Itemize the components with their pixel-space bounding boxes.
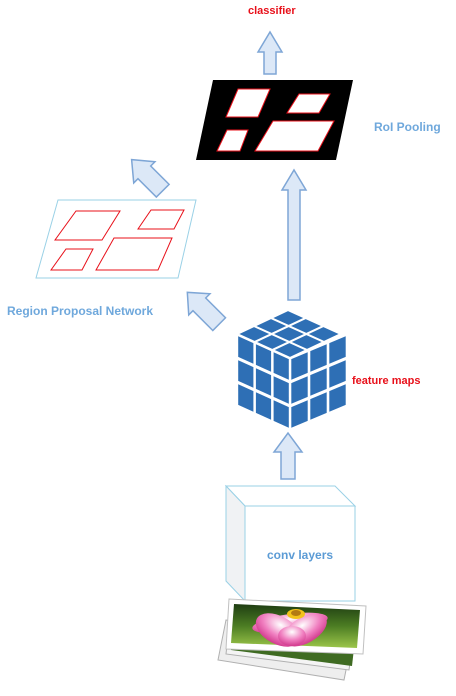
cube-top-cell (257, 335, 287, 349)
cube-left-cell (238, 384, 254, 412)
feature-maps-label: feature maps (352, 375, 421, 387)
cube-right-cell (329, 360, 346, 388)
conv-layers-label: conv layers (267, 548, 334, 562)
region-proposal-network-label: Region Proposal Network (7, 304, 154, 318)
cube-top-cell (274, 327, 304, 341)
roi-pooling-label: RoI Pooling (374, 120, 441, 134)
roi-pooling-map (196, 80, 353, 160)
cube-top-cell (239, 327, 270, 341)
region-proposal-map (35, 199, 197, 279)
cube-top-cell (291, 319, 321, 333)
cube-top-cell (308, 327, 339, 341)
classifier-label: classifier (248, 5, 296, 17)
input-photos-icon (217, 598, 367, 681)
conv-layers-box (224, 484, 357, 603)
cube-left-cell (273, 352, 289, 380)
cube-right-cell (291, 376, 308, 404)
cube-right-cell (310, 344, 327, 372)
cube-left-cell (238, 336, 254, 364)
cube-left-cell (273, 400, 289, 428)
cube-right-cell (310, 368, 327, 396)
cube-top-cell (273, 311, 304, 325)
arrow-to-classifier (256, 30, 284, 75)
arrow-rpn-to-roi (130, 158, 171, 199)
cube-top-cell (291, 335, 322, 349)
cube-left-cell (238, 360, 254, 388)
cube-right-cell (329, 336, 346, 364)
cube-left-cell (255, 392, 272, 420)
cube-right-cell (329, 384, 346, 412)
cube-right-cell (291, 352, 308, 380)
feature-maps-cube (238, 311, 346, 428)
cube-right-cell (310, 392, 327, 420)
cube-top-cell (256, 319, 287, 333)
arrow-to-roi-pooling (280, 168, 308, 301)
cube-top-cell (274, 343, 305, 357)
cube-left-cell (255, 344, 272, 372)
arrow-features-to-rpn (186, 291, 227, 332)
flower-image (252, 609, 328, 647)
cube-left-cell (273, 376, 289, 404)
arrow-to-feature-maps (272, 431, 304, 480)
cube-left-cell (255, 368, 272, 396)
cube-right-cell (291, 400, 308, 428)
